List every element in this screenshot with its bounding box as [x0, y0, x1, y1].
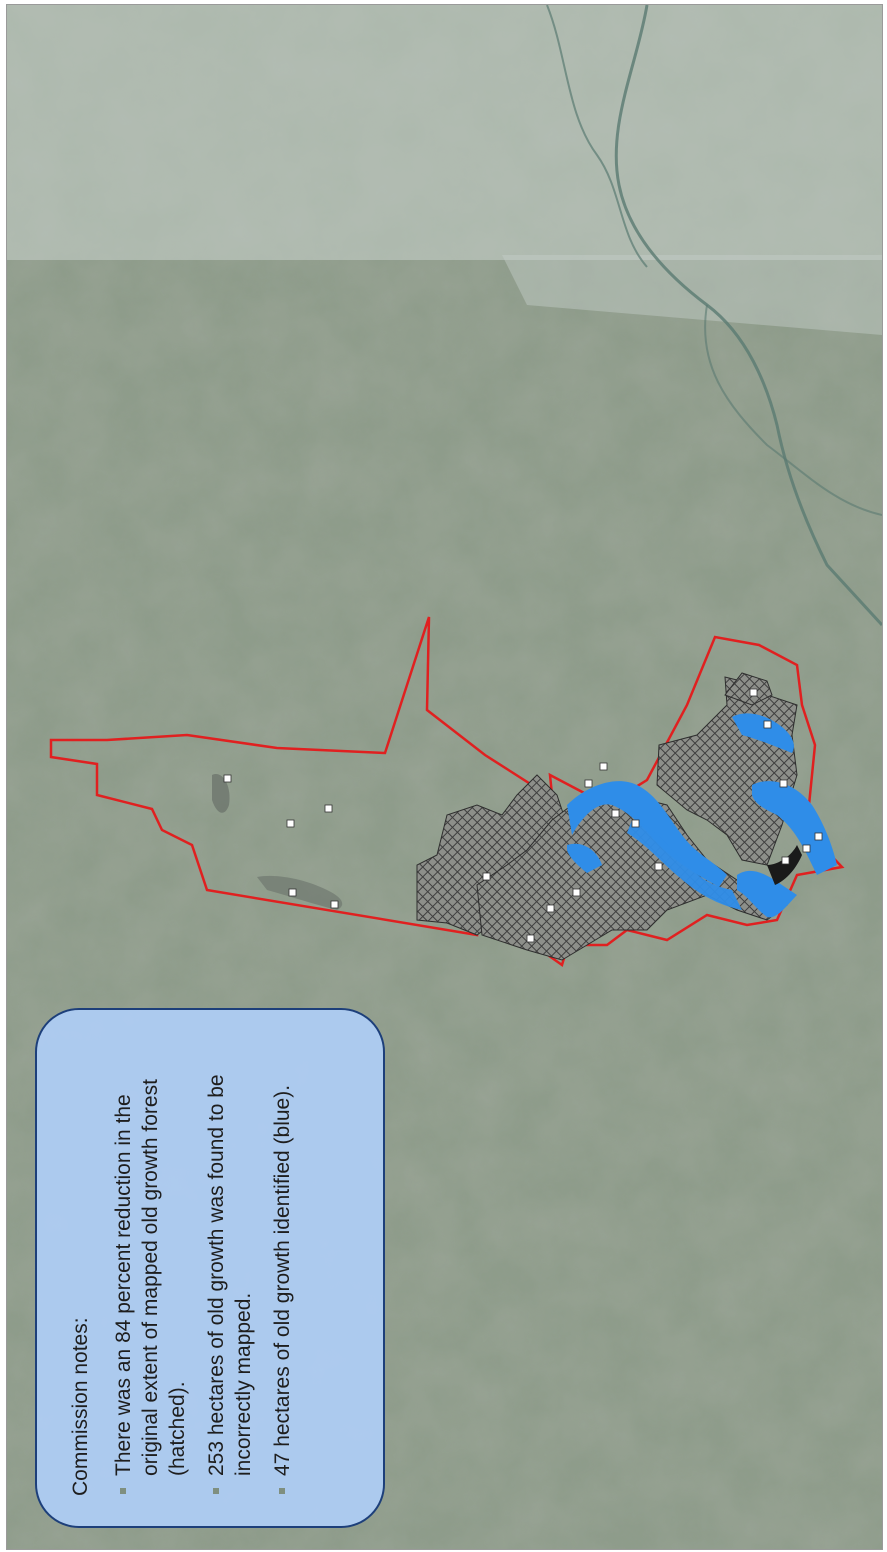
- faded-imagery-zone: [7, 5, 882, 260]
- notes-item-text: 47 hectares of old growth identified (bl…: [271, 1084, 294, 1476]
- bullet-icon: [213, 1488, 219, 1494]
- bullet-icon: [279, 1488, 285, 1494]
- river-branch: [546, 5, 648, 268]
- old-growth-blue-main: [567, 781, 727, 887]
- grey-patch-west: [212, 774, 230, 813]
- notes-item-text: There was an 84 percent reduction in the…: [112, 1079, 189, 1476]
- old-growth-blue-lower: [737, 870, 797, 918]
- old-growth-hatched-north: [724, 672, 773, 706]
- dark-feature: [767, 845, 802, 885]
- old-growth-blue-arc: [627, 820, 742, 910]
- notes-heading: Commission notes:: [69, 1317, 92, 1496]
- notes-item: 47 hectares of old growth identified (bl…: [269, 1046, 296, 1496]
- old-growth-blue-northeast: [732, 713, 794, 753]
- aerial-map[interactable]: [7, 5, 882, 1549]
- commission-notes-content: Commission notes: There was an 84 percen…: [37, 1010, 387, 1530]
- map-frame: Commission notes: There was an 84 percen…: [6, 4, 883, 1550]
- river-lower: [704, 304, 882, 516]
- notes-item: There was an 84 percent reduction in the…: [110, 1046, 191, 1496]
- notes-item-text: 253 hectares of old growth was found to …: [205, 1074, 255, 1476]
- commission-notes-box: Commission notes: There was an 84 percen…: [35, 1008, 385, 1528]
- map-markers: [223, 688, 823, 943]
- notes-list: There was an 84 percent reduction in the…: [110, 1046, 296, 1496]
- bullet-icon: [120, 1488, 126, 1494]
- old-growth-blue-small: [567, 843, 602, 873]
- old-growth-blue-east: [752, 781, 837, 875]
- grey-patch-south: [257, 875, 343, 910]
- notes-item: 253 hectares of old growth was found to …: [203, 1046, 257, 1496]
